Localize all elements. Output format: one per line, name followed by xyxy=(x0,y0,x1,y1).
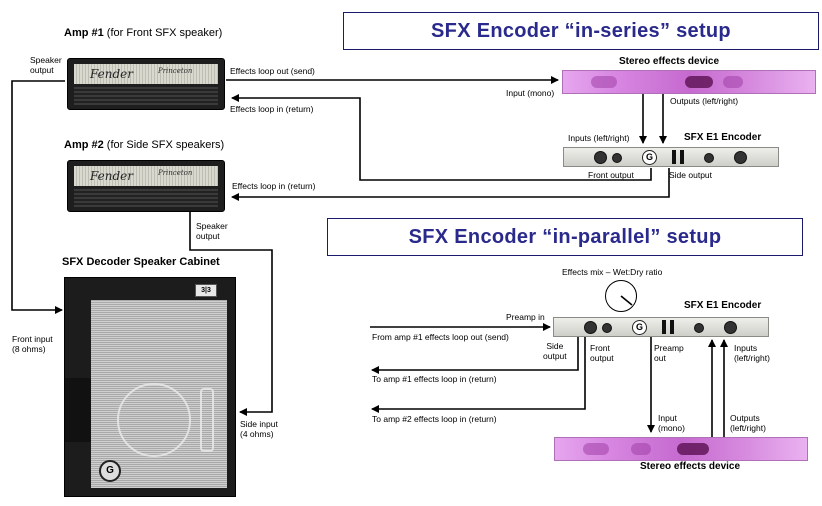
dial-pointer-icon xyxy=(620,295,633,306)
fx-display-segment xyxy=(591,76,617,88)
wire-front-out-to-amp2 xyxy=(371,335,586,413)
parallel-to-amp1-label: To amp #1 effects loop in (return) xyxy=(372,374,497,384)
series-fx-input-label: Input (mono) xyxy=(506,88,555,98)
encoder-knob xyxy=(724,321,737,334)
series-fx-outputs-label: Outputs (left/right) xyxy=(670,96,739,106)
wire-amp2-to-cabinet-side xyxy=(189,208,273,416)
parallel-fx-title: Stereo effects device xyxy=(640,461,741,472)
encoder-logo: G xyxy=(642,150,657,165)
wire-amp1-to-cabinet-front xyxy=(11,80,65,314)
amp2-grill xyxy=(74,189,218,207)
series-side-output-label: Side output xyxy=(669,170,713,180)
encoder-knob xyxy=(612,153,622,163)
encoder-meter xyxy=(670,320,674,334)
encoder-knob xyxy=(734,151,747,164)
wet-dry-dial xyxy=(605,280,637,312)
amp1-head: Fender Princeton xyxy=(67,58,225,110)
amp2-title: Amp #2 (for Side SFX speakers) xyxy=(64,139,224,151)
encoder-meter xyxy=(662,320,666,334)
parallel-inputs-label: Inputs (left/right) xyxy=(734,343,770,363)
series-encoder-title: SFX E1 Encoder xyxy=(684,132,762,143)
parallel-front-output-label: Front output xyxy=(590,343,614,363)
parallel-preamp-in-label: Preamp in xyxy=(506,312,545,322)
series-fx-title: Stereo effects device xyxy=(619,56,720,67)
encoder-knob xyxy=(704,153,714,163)
amp1-control-panel xyxy=(74,64,218,84)
cabinet-side-input-label: Side input (4 ohms) xyxy=(240,419,278,439)
parallel-side-output-label: Side output xyxy=(543,341,567,361)
cabinet-speaker-side xyxy=(200,388,214,452)
cabinet-speaker-cone xyxy=(117,383,191,457)
amp2-logo: Fender xyxy=(90,169,134,183)
encoder-meter xyxy=(672,150,676,164)
amp1-loop-in-label: Effects loop in (return) xyxy=(230,104,314,114)
amp2-head: Fender Princeton xyxy=(67,160,225,212)
series-stereo-fx-device xyxy=(562,70,816,94)
encoder-logo: G xyxy=(632,320,647,335)
encoder-knob xyxy=(694,323,704,333)
parallel-encoder-title: SFX E1 Encoder xyxy=(684,300,762,311)
cabinet-handle-cutout xyxy=(65,378,91,442)
series-encoder-inputs-label: Inputs (left/right) xyxy=(568,133,630,143)
parallel-fx-outputs-label: Outputs (left/right) xyxy=(730,413,766,433)
parallel-preamp-out-label: Preamp out xyxy=(654,343,684,363)
cabinet-title: SFX Decoder Speaker Cabinet xyxy=(62,256,220,268)
parallel-mix-label: Effects mix – Wet:Dry ratio xyxy=(562,267,663,277)
amp2-model: Princeton xyxy=(158,169,193,177)
amp1-title-bold: Amp #1 xyxy=(64,27,104,39)
amp1-grill xyxy=(74,87,218,105)
fx-display-segment xyxy=(685,76,713,88)
parallel-fx-input-label: Input (mono) xyxy=(658,413,685,433)
cabinet-badge: 3|3 xyxy=(195,284,217,297)
parallel-stereo-fx-device xyxy=(554,437,808,461)
wire-side-out-to-amp1 xyxy=(371,335,579,374)
cabinet-front-input-label: Front input (8 ohms) xyxy=(12,334,53,354)
parallel-encoder-unit: G xyxy=(553,317,769,337)
amp1-speaker-output-label: Speaker output xyxy=(30,55,62,75)
series-front-output-label: Front output xyxy=(588,170,634,180)
series-encoder-unit: G xyxy=(563,147,779,167)
wire-encoder-side-to-amp2 xyxy=(231,168,670,201)
encoder-knob xyxy=(584,321,597,334)
amp1-title: Amp #1 (for Front SFX speaker) xyxy=(64,27,222,39)
cabinet-logo: G xyxy=(99,460,121,482)
parallel-to-amp2-label: To amp #2 effects loop in (return) xyxy=(372,414,497,424)
amp2-title-bold: Amp #2 xyxy=(64,139,104,151)
fx-display-segment xyxy=(723,76,743,88)
decoder-speaker-cabinet: 3|3 G xyxy=(64,277,236,497)
amp1-title-rest: (for Front SFX speaker) xyxy=(103,27,223,39)
encoder-knob xyxy=(594,151,607,164)
parallel-from-amp1-label: From amp #1 effects loop out (send) xyxy=(372,332,509,342)
amp2-title-rest: (for Side SFX speakers) xyxy=(103,139,225,151)
encoder-knob xyxy=(602,323,612,333)
in-parallel-banner: SFX Encoder “in-parallel” setup xyxy=(327,218,803,256)
amp2-speaker-output-label: Speaker output xyxy=(196,221,228,241)
in-series-banner: SFX Encoder “in-series” setup xyxy=(343,12,819,50)
fx-display-segment xyxy=(677,443,709,455)
amp1-model: Princeton xyxy=(158,67,193,75)
amp2-control-panel xyxy=(74,166,218,186)
encoder-meter xyxy=(680,150,684,164)
fx-display-segment xyxy=(583,443,609,455)
amp1-loop-out-label: Effects loop out (send) xyxy=(230,66,315,76)
amp2-loop-in-label: Effects loop in (return) xyxy=(232,181,316,191)
amp1-logo: Fender xyxy=(90,67,134,81)
wire-encoder-front-to-amp1 xyxy=(231,94,652,181)
fx-display-segment xyxy=(631,443,651,455)
